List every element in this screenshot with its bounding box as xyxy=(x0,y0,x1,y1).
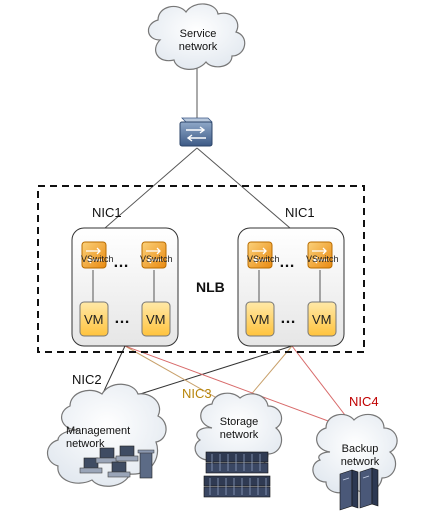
host-internal-lines xyxy=(92,270,321,302)
computer-cluster-icon xyxy=(79,445,155,479)
service-network-label: Service network xyxy=(178,28,218,53)
storage-network-cloud xyxy=(194,392,283,470)
nlb-label: NLB xyxy=(196,279,225,295)
vswitch-icon xyxy=(247,241,273,269)
vswitch-label: VSwitch xyxy=(247,254,280,264)
vswitch-ellipsis: … xyxy=(113,254,130,271)
storage-array-icon xyxy=(203,451,271,498)
nic1-left-label: NIC1 xyxy=(92,205,122,220)
vm-box xyxy=(79,301,109,337)
storage-network-label: Storage network xyxy=(219,416,259,441)
vm-box xyxy=(141,301,171,337)
vswitch-label: VSwitch xyxy=(140,254,173,264)
vm-label: VM xyxy=(250,312,270,327)
nlb-boundary xyxy=(37,185,365,353)
nic4-label: NIC4 xyxy=(349,394,379,409)
tape-library-icon xyxy=(339,467,379,511)
vm-label: VM xyxy=(312,312,332,327)
vm-box xyxy=(245,301,275,337)
service-link-lines xyxy=(104,62,291,229)
vswitch-icon xyxy=(307,241,333,269)
vm-ellipsis: … xyxy=(114,310,131,327)
management-network-label: Management network xyxy=(66,425,131,450)
vswitch-icon xyxy=(81,241,107,269)
vswitch-label: VSwitch xyxy=(306,254,339,264)
nic3-label: NIC3 xyxy=(182,386,212,401)
backup-network-label: Backup network xyxy=(340,443,380,468)
vm-box xyxy=(307,301,337,337)
nic1-right-label: NIC1 xyxy=(285,205,315,220)
vswitch-label: VSwitch xyxy=(81,254,114,264)
vm-label: VM xyxy=(146,312,166,327)
vswitch-ellipsis: … xyxy=(279,254,296,271)
vswitch-icon xyxy=(141,241,167,269)
service-network-cloud xyxy=(147,3,246,70)
vm-ellipsis: … xyxy=(280,310,297,327)
vm-label: VM xyxy=(84,312,104,327)
nic2-label: NIC2 xyxy=(72,372,102,387)
switch-icon xyxy=(179,117,213,147)
